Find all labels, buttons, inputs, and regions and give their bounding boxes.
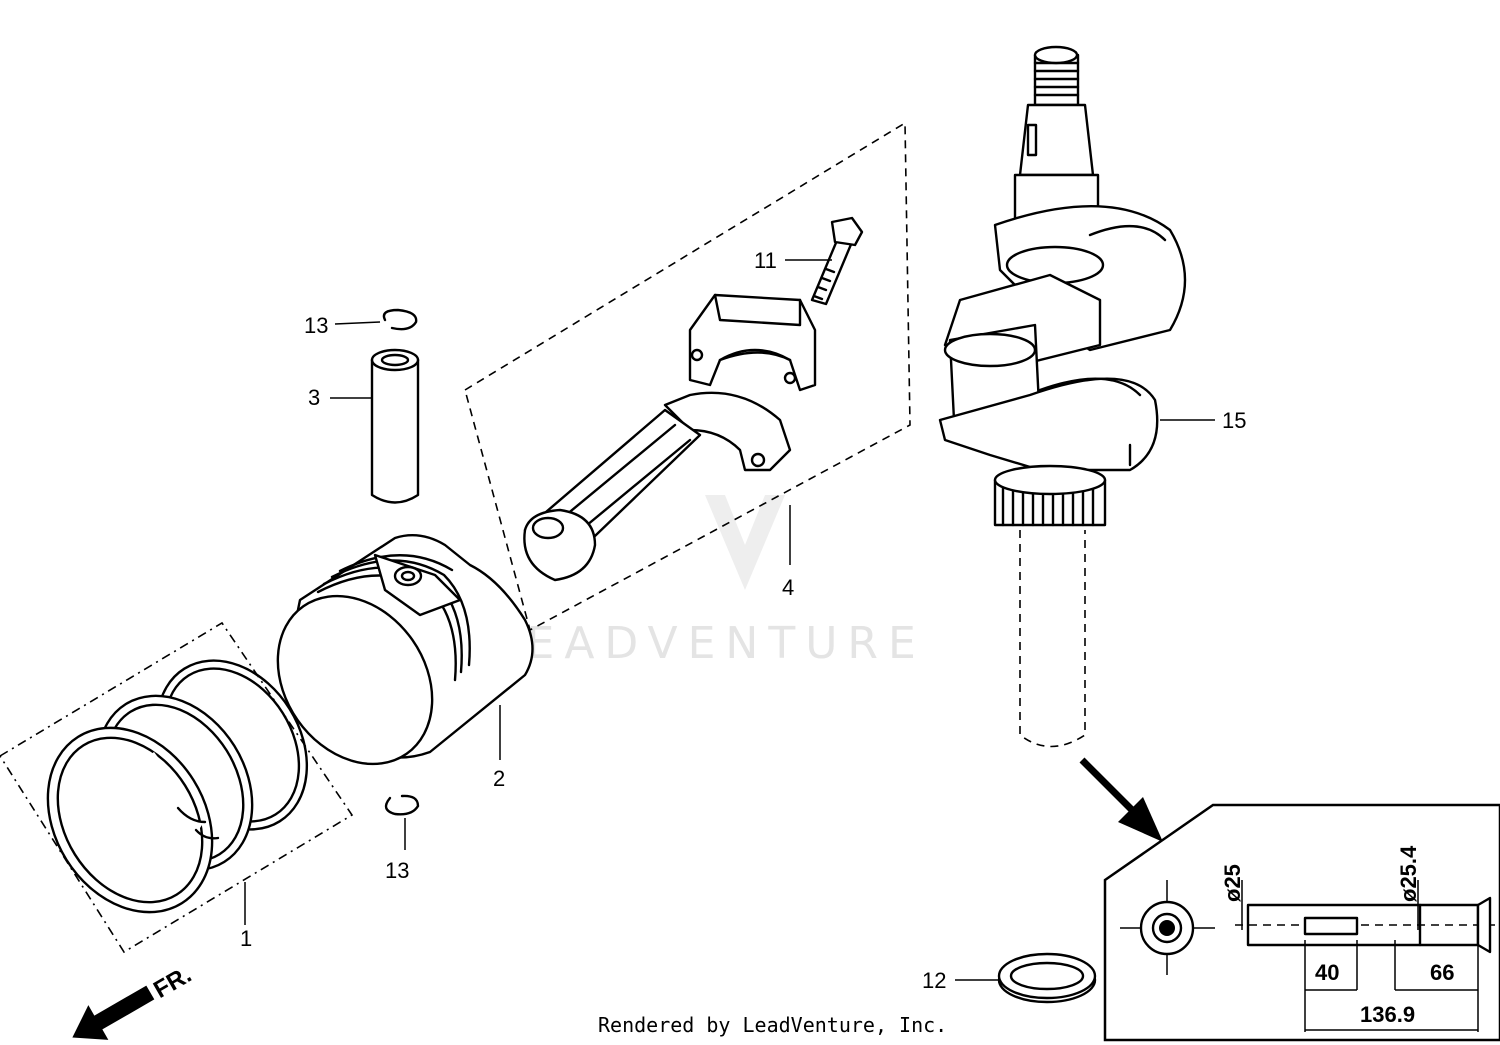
watermark-text: LEADVENTURE — [492, 618, 926, 669]
front-direction-marker: FR. — [72, 961, 196, 1040]
callout-11: 11 — [754, 248, 777, 273]
dim-diameter-25-4: ø25.4 — [1396, 845, 1421, 902]
callout-15: 15 — [1222, 408, 1246, 433]
callout-2: 2 — [493, 766, 505, 791]
callout-12: 12 — [922, 968, 946, 993]
dim-length-66: 66 — [1430, 960, 1454, 985]
detail-arrow — [1079, 757, 1163, 842]
dim-length-136-9: 136.9 — [1360, 1002, 1415, 1027]
washer[interactable]: 12 — [922, 952, 1097, 1004]
piston[interactable]: 2 — [246, 534, 534, 794]
callout-13-bottom: 13 — [385, 858, 409, 883]
piston-pin[interactable]: 3 — [308, 348, 420, 504]
crankshaft[interactable]: 15 — [938, 45, 1246, 748]
circlip-bottom[interactable]: 13 — [384, 794, 420, 883]
dim-length-40: 40 — [1315, 960, 1339, 985]
dim-diameter-25: ø25 — [1220, 864, 1245, 902]
pto-shaft-detail: ø25 ø25.4 40 66 136.9 — [1103, 803, 1500, 1042]
piston-rings-group-outline — [0, 621, 354, 954]
callout-1: 1 — [240, 926, 252, 951]
circlip-top[interactable]: 13 — [304, 308, 418, 338]
rod-bolt[interactable]: 11 — [754, 216, 864, 306]
callout-3: 3 — [308, 385, 320, 410]
leadventure-watermark: LEADVENTURE — [492, 495, 926, 669]
callout-13-top-leader — [334, 321, 381, 325]
credit-text: Rendered by LeadVenture, Inc. — [598, 1013, 947, 1037]
callout-4: 4 — [782, 575, 794, 600]
connecting-rod-group-outline — [464, 121, 911, 632]
front-arrow-icon: FR. — [72, 961, 196, 1040]
connecting-rod-assembly[interactable]: 4 — [464, 121, 911, 632]
front-label: FR. — [149, 961, 196, 1004]
callout-13-top: 13 — [304, 313, 328, 338]
